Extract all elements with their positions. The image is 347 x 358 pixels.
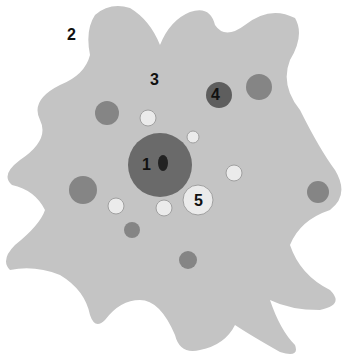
small-vacuole — [108, 198, 124, 214]
callout-number: 2 — [67, 27, 76, 43]
callout-number: 4 — [211, 87, 220, 103]
nucleolus — [158, 155, 168, 171]
small-vacuole — [226, 165, 242, 181]
food-vacuole — [124, 222, 140, 238]
small-vacuole — [140, 110, 156, 126]
nucleus — [128, 133, 192, 197]
food-vacuole — [246, 74, 272, 100]
food-vacuole — [69, 176, 97, 204]
callout-number: 3 — [150, 72, 159, 88]
callout-number: 5 — [194, 193, 203, 209]
vacuole — [183, 185, 213, 215]
food-vacuole — [307, 181, 329, 203]
small-vacuole — [187, 131, 199, 143]
callout-number: 1 — [142, 157, 151, 173]
small-vacuole — [156, 200, 172, 216]
food-vacuole — [95, 101, 119, 125]
food-vacuole — [179, 251, 197, 269]
amoeba-body — [6, 6, 341, 354]
contractile-vacuole — [206, 82, 232, 108]
